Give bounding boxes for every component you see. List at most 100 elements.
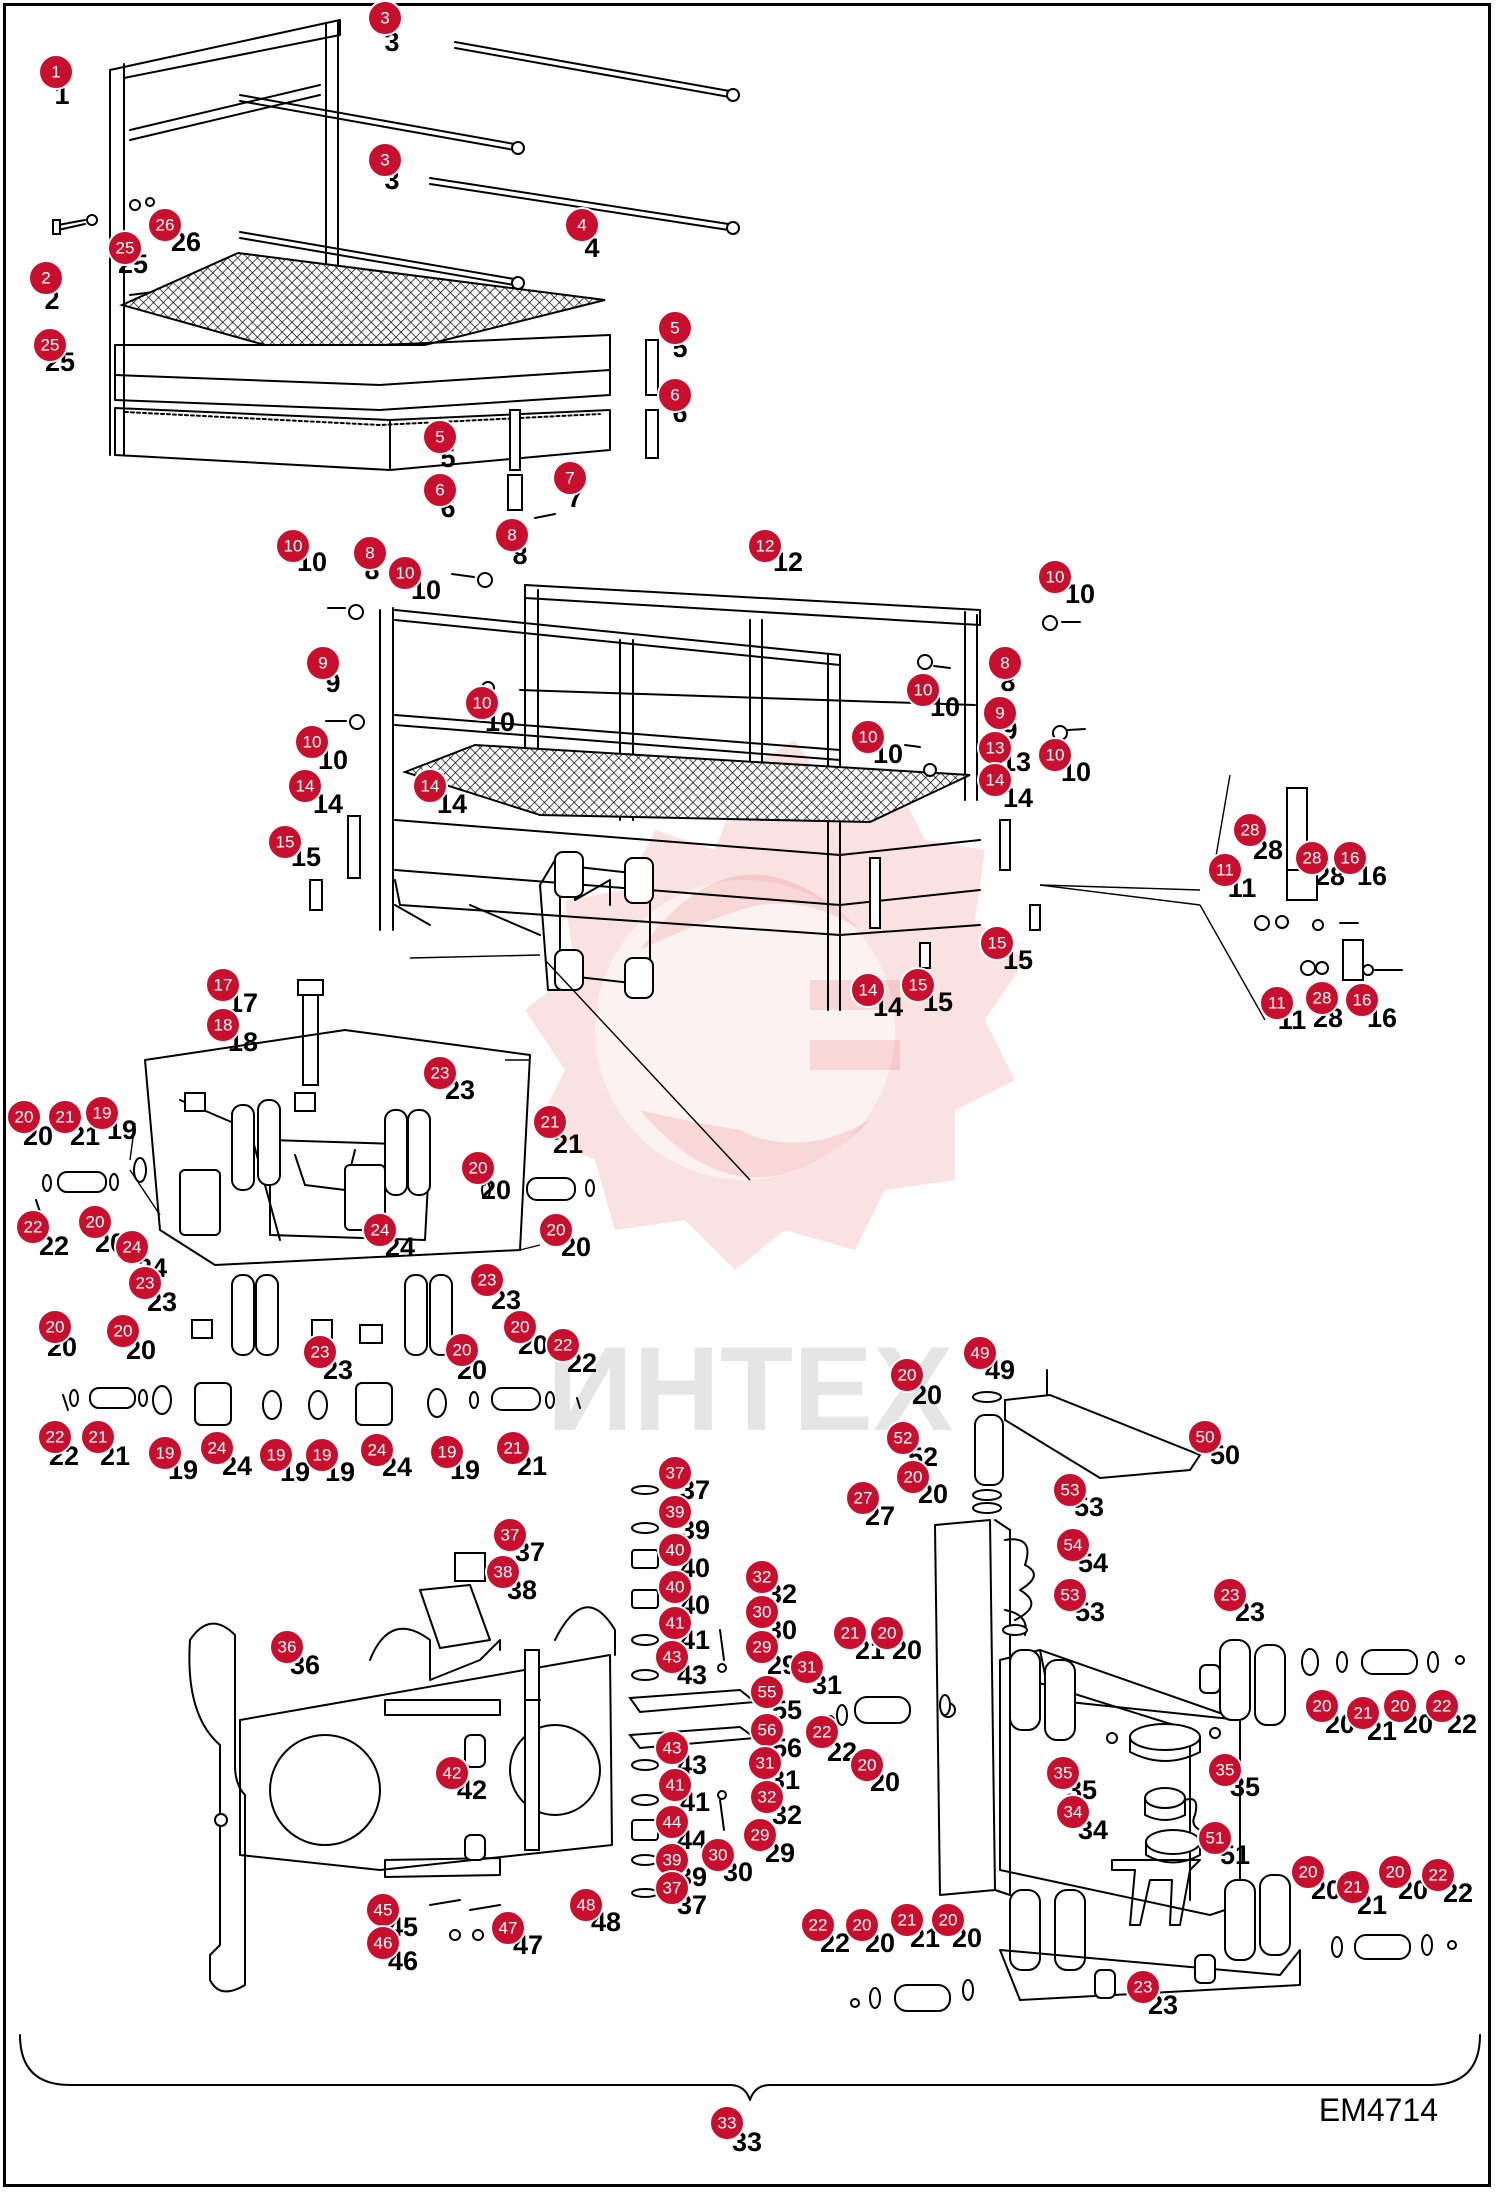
callout-bubble [294, 724, 330, 760]
callout-bubble [485, 1554, 521, 1590]
callout-bubble [429, 1434, 465, 1470]
callout-bubble-number: 47 [499, 1919, 518, 1938]
callout-bubble-number: 22 [809, 1916, 828, 1935]
callout-bubble-number: 12 [756, 537, 775, 556]
callout-bubble [77, 1204, 113, 1240]
watermark-text: ИНТЕХ [547, 1322, 953, 1456]
callout-bubble [895, 1459, 931, 1495]
callout-bubble [205, 967, 241, 1003]
callout-bubble [657, 1767, 693, 1803]
callout-8: 88 [987, 645, 1023, 697]
callout-bubble [422, 472, 458, 508]
callout-bubble-number: 24 [371, 1221, 390, 1240]
callout-bubble-number: 20 [1386, 1863, 1405, 1882]
callout-bubble [1037, 559, 1073, 595]
callout-bubble [362, 1212, 398, 1248]
callout-bubble-number: 20 [858, 1756, 877, 1775]
callout-bubble [1335, 1869, 1371, 1905]
callout-bubble [367, 142, 403, 178]
callout-bubble-number: 22 [1429, 1866, 1448, 1885]
callout-bubble-number: 16 [1353, 991, 1372, 1010]
callout-bubble-number: 28 [1303, 849, 1322, 868]
callout-bubble-number: 22 [813, 1723, 832, 1742]
callout-bubble [744, 1629, 780, 1665]
callout-bubble [6, 1099, 42, 1135]
callout-bubble [1345, 1695, 1381, 1731]
callout-bubble-number: 41 [666, 1614, 685, 1633]
callout-bubble [850, 719, 886, 755]
callout-bubble [1207, 852, 1243, 888]
callout-bubble-number: 20 [904, 1468, 923, 1487]
callout-bubble-number: 21 [1344, 1878, 1363, 1897]
callout-bubble-number: 55 [758, 1683, 777, 1702]
callout-bubble [889, 1902, 925, 1938]
callout-bubble [1304, 1688, 1340, 1724]
callout-bubble-number: 38 [494, 1563, 513, 1582]
callout-bubble [545, 1327, 581, 1363]
callout-bubble [412, 768, 448, 804]
callout-bubble-number: 51 [1206, 1829, 1225, 1848]
callout-1: 11 [38, 54, 74, 110]
callout-bubble [849, 1747, 885, 1783]
callout-bubble-number: 23 [478, 1271, 497, 1290]
callout-bubble-number: 23 [311, 1343, 330, 1362]
callout-bubble [1259, 985, 1295, 1021]
callout-bubble [900, 967, 936, 1003]
callout-bubble [1037, 737, 1073, 773]
callout-bubble-number: 23 [1221, 1586, 1240, 1605]
callout-bubble-number: 10 [914, 681, 933, 700]
callout-bubble [352, 535, 388, 571]
callout-bubble [205, 1007, 241, 1043]
callout-bubble [844, 1907, 880, 1943]
callout-bubble-number: 20 [878, 1624, 897, 1643]
callout-bubble [80, 1419, 116, 1455]
callout-bubble [1052, 1577, 1088, 1613]
callout-bubble [422, 1055, 458, 1091]
callout-bubble-number: 20 [15, 1108, 34, 1127]
callout-bubble-number: 6 [670, 386, 679, 405]
callout-bubble [304, 1437, 340, 1473]
callout-bubble [367, 0, 403, 36]
callout-bubble [492, 1517, 528, 1553]
callout-bubble [1382, 1688, 1418, 1724]
callout-bubble-number: 15 [909, 976, 928, 995]
callout-bubble-number: 2 [41, 269, 50, 288]
callout-bubble [105, 1313, 141, 1349]
callout-bubble-number: 19 [267, 1446, 286, 1465]
callout-bubble-number: 23 [1134, 1978, 1153, 1997]
callout-bubble-number: 29 [751, 1826, 770, 1845]
callout-bubble-number: 22 [554, 1336, 573, 1355]
callout-bubble [930, 1902, 966, 1938]
callout-bubble [269, 1629, 305, 1665]
callout-bubble-number: 11 [1268, 994, 1286, 1013]
callout-bubble [568, 1887, 604, 1923]
callout-bubble-number: 20 [1299, 1863, 1318, 1882]
callout-bubble-number: 42 [443, 1764, 462, 1783]
callout-bubble-number: 44 [663, 1813, 682, 1832]
